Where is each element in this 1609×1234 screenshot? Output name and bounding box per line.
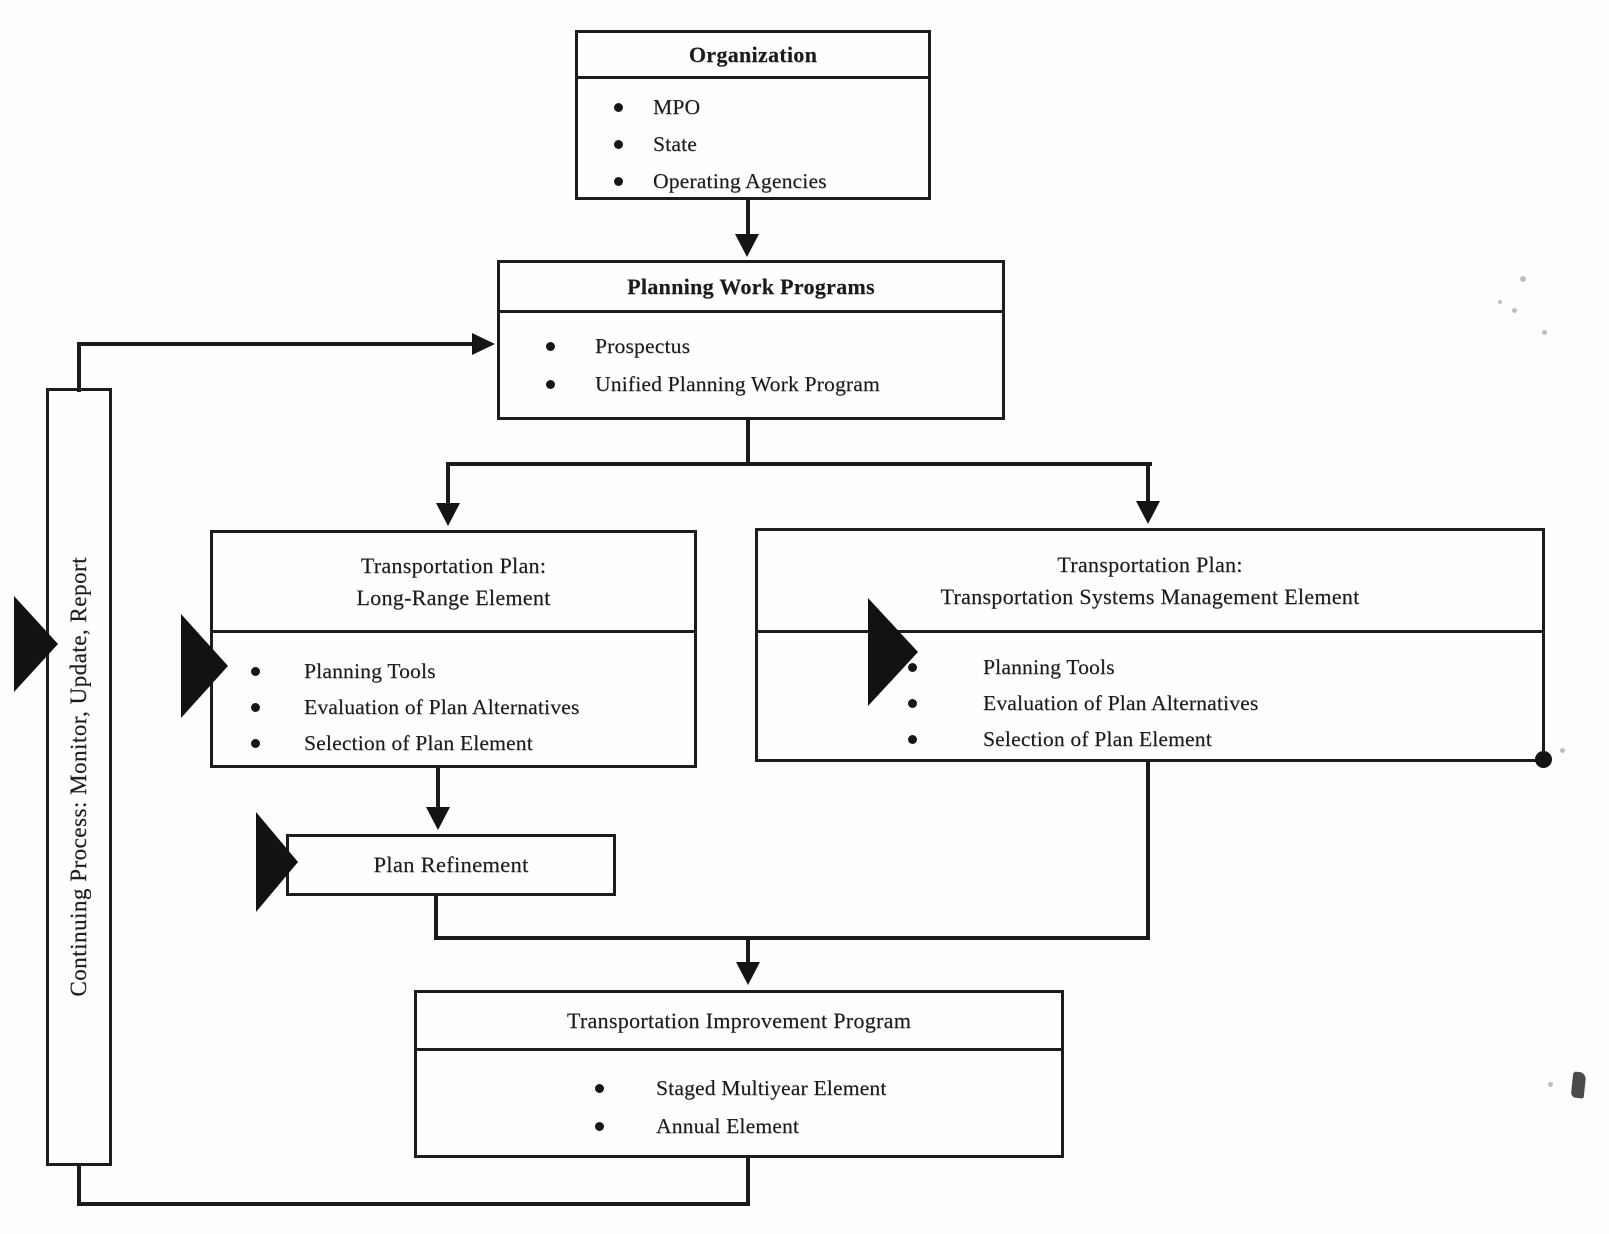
connector-pwp-down — [746, 420, 750, 466]
process-triangle-icon — [181, 614, 228, 718]
organization-title: Organization — [578, 33, 928, 79]
list-item: Annual Element — [595, 1107, 1061, 1145]
continuing-process-bar: Continuing Process: Monitor, Update, Rep… — [46, 388, 112, 1166]
long-range-element-title: Transportation Plan: Long-Range Element — [213, 533, 694, 633]
scan-artifact — [1542, 330, 1547, 335]
connector-bar-bottom-vertical — [77, 1164, 81, 1206]
list-item-label: Staged Multiyear Element — [656, 1075, 887, 1100]
continuing-process-label: Continuing Process: Monitor, Update, Rep… — [66, 557, 91, 997]
planning-work-programs-title: Planning Work Programs — [500, 263, 1002, 313]
list-item: Evaluation of Plan Alternatives — [251, 689, 694, 725]
connector-merge-to-tip — [746, 940, 750, 964]
connector-tip-exit — [746, 1156, 750, 1206]
scan-artifact — [1548, 1082, 1553, 1087]
long-range-element-box: Transportation Plan: Long-Range Element … — [210, 530, 697, 768]
connector-split-left — [446, 462, 450, 506]
bullet-icon — [614, 177, 623, 186]
bullet-icon — [614, 103, 623, 112]
transportation-improvement-program-title: Transportation Improvement Program — [417, 993, 1061, 1051]
title-line: Long-Range Element — [356, 584, 551, 610]
connector-split-horizontal — [446, 462, 1152, 466]
connector-bar-top-vertical — [77, 342, 81, 392]
bullet-icon — [251, 702, 260, 712]
arrowhead-down-icon — [735, 234, 759, 257]
connector-feedback-bottom — [77, 1202, 750, 1206]
list-item-label: Operating Agencies — [653, 169, 827, 193]
arrowhead-down-icon — [426, 807, 450, 830]
bullet-icon — [546, 341, 555, 351]
list-item: Planning Tools — [251, 653, 694, 689]
arrowhead-down-icon — [1136, 501, 1160, 524]
connector-lr-to-refinement — [436, 768, 440, 810]
transportation-improvement-program-list: Staged Multiyear Element Annual Element — [417, 1069, 1061, 1145]
scan-artifact — [1498, 300, 1502, 304]
connector-split-right — [1146, 462, 1150, 504]
list-item-label: Selection of Plan Element — [304, 730, 533, 755]
list-item-label: Evaluation of Plan Alternatives — [983, 690, 1259, 715]
bullet-icon — [908, 734, 917, 744]
list-item: MPO — [614, 89, 928, 126]
connector-org-to-pwp — [746, 198, 750, 238]
corner-ink-dot — [1535, 751, 1552, 768]
tsm-element-title: Transportation Plan: Transportation Syst… — [758, 531, 1542, 633]
scan-artifact — [1570, 1071, 1587, 1099]
long-range-element-list: Planning Tools Evaluation of Plan Altern… — [213, 653, 694, 761]
list-item-label: Prospectus — [595, 333, 691, 358]
list-item: Unified Planning Work Program — [546, 365, 1002, 403]
organization-box: Organization MPO State Operating Agencie… — [575, 30, 931, 200]
title-line: Transportation Plan: — [360, 552, 547, 578]
list-item: Prospectus — [546, 327, 1002, 365]
plan-refinement-title: Plan Refinement — [373, 852, 529, 877]
organization-list: MPO State Operating Agencies — [578, 89, 928, 200]
planning-work-programs-box: Planning Work Programs Prospectus Unifie… — [497, 260, 1005, 420]
bullet-icon — [614, 140, 623, 149]
list-item: Selection of Plan Element — [908, 721, 1542, 757]
scan-artifact — [1520, 276, 1526, 282]
planning-work-programs-list: Prospectus Unified Planning Work Program — [500, 327, 1002, 403]
list-item-label: Unified Planning Work Program — [595, 371, 880, 396]
bullet-icon — [251, 738, 260, 748]
connector-feedback-top — [77, 342, 475, 346]
list-item-label: Selection of Plan Element — [983, 726, 1212, 751]
list-item-label: Annual Element — [656, 1113, 800, 1138]
bullet-icon — [251, 666, 260, 676]
process-triangle-icon — [868, 598, 918, 706]
scan-artifact — [1512, 308, 1517, 313]
title-line: Transportation Plan: — [1057, 551, 1243, 577]
list-item-label: State — [653, 132, 697, 156]
process-triangle-icon — [256, 812, 298, 912]
connector-merge-horizontal — [434, 936, 1150, 940]
transportation-improvement-program-box: Transportation Improvement Program Stage… — [414, 990, 1064, 1158]
list-item-label: Planning Tools — [983, 654, 1115, 679]
list-item-label: Planning Tools — [304, 658, 436, 683]
plan-refinement-box: Plan Refinement — [286, 834, 616, 896]
connector-refinement-down — [434, 896, 438, 940]
bullet-icon — [595, 1083, 604, 1093]
bullet-icon — [595, 1121, 604, 1131]
arrowhead-right-icon — [472, 333, 495, 355]
list-item: Operating Agencies — [614, 163, 928, 200]
arrowhead-down-icon — [736, 962, 760, 985]
tsm-element-list: Planning Tools Evaluation of Plan Altern… — [758, 649, 1542, 757]
list-item-label: Evaluation of Plan Alternatives — [304, 694, 580, 719]
list-item: Staged Multiyear Element — [595, 1069, 1061, 1107]
list-item: Evaluation of Plan Alternatives — [908, 685, 1542, 721]
title-line: Transportation Systems Management Elemen… — [940, 583, 1360, 609]
scan-artifact — [1560, 748, 1565, 753]
list-item: State — [614, 126, 928, 163]
bullet-icon — [546, 379, 555, 389]
process-triangle-icon — [14, 596, 58, 692]
list-item: Selection of Plan Element — [251, 725, 694, 761]
list-item-label: MPO — [653, 95, 701, 119]
list-item: Planning Tools — [908, 649, 1542, 685]
arrowhead-down-icon — [436, 503, 460, 526]
connector-tsm-down — [1146, 762, 1150, 940]
